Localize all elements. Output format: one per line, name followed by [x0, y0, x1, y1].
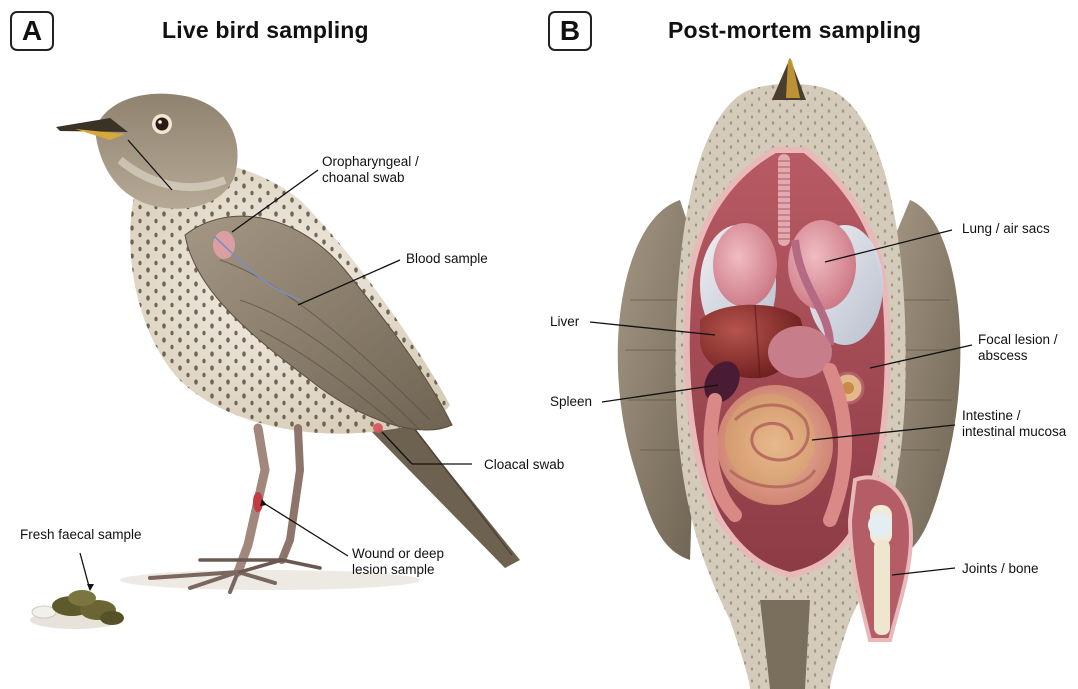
live-bird-illustration	[56, 94, 520, 592]
label-faecal-sample: Fresh faecal sample	[20, 527, 142, 543]
label-liver: Liver	[550, 314, 579, 330]
label-intestine-line-2: intestinal mucosa	[962, 424, 1066, 440]
label-oropharyngeal-line-2: choanal swab	[322, 170, 419, 186]
faecal-sample-illustration	[30, 590, 124, 629]
panel-a-title: Live bird sampling	[162, 17, 369, 44]
label-joints-bone: Joints / bone	[962, 561, 1039, 577]
label-wound-line-2: lesion sample	[352, 562, 444, 578]
label-oropharyngeal-line-1: Oropharyngeal /	[322, 154, 419, 170]
label-wound-sample: Wound or deep lesion sample	[352, 546, 444, 578]
panel-b-badge: B	[548, 11, 592, 51]
label-cloacal-swab: Cloacal swab	[484, 457, 564, 473]
label-focal-lesion: Focal lesion / abscess	[978, 332, 1058, 364]
label-intestine-line-1: Intestine /	[962, 408, 1066, 424]
post-mortem-bird-illustration	[618, 58, 961, 689]
panel-a-badge: A	[10, 11, 54, 51]
label-spleen: Spleen	[550, 394, 592, 410]
panel-b-title: Post-mortem sampling	[668, 17, 921, 44]
label-blood-sample: Blood sample	[406, 251, 488, 267]
label-focal-line-1: Focal lesion /	[978, 332, 1058, 348]
label-focal-line-2: abscess	[978, 348, 1058, 364]
label-oropharyngeal-swab: Oropharyngeal / choanal swab	[322, 154, 419, 186]
label-intestine: Intestine / intestinal mucosa	[962, 408, 1066, 440]
label-lung-air-sacs: Lung / air sacs	[962, 221, 1050, 237]
label-wound-line-1: Wound or deep	[352, 546, 444, 562]
arrow-head-faecal	[87, 584, 94, 591]
